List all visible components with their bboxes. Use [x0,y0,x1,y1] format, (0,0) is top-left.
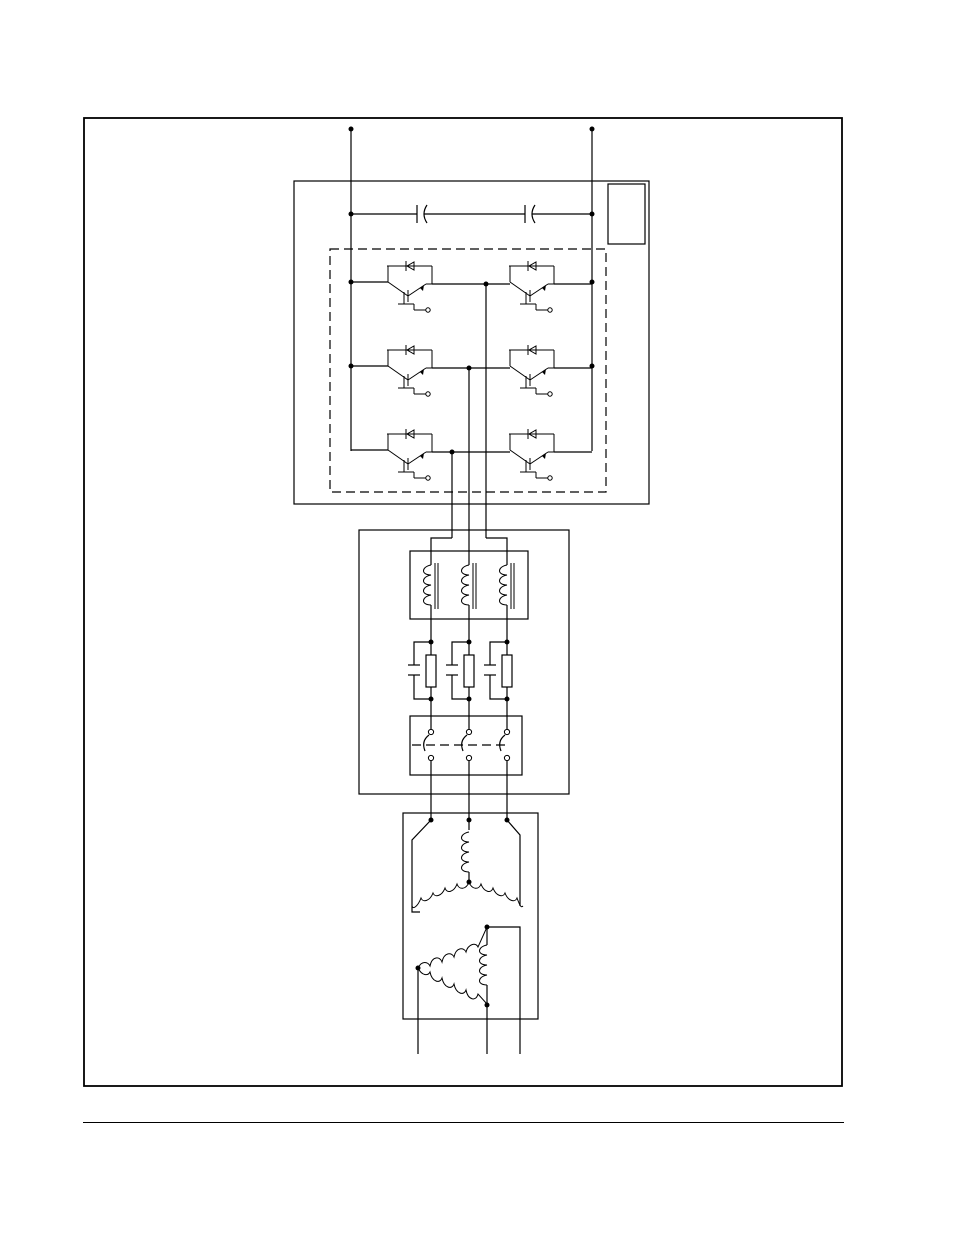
control-block [608,184,645,244]
dc-link-capacitors [349,205,595,223]
igbt-switch [509,345,554,396]
igbt-switch [509,261,554,312]
inverter-box [294,181,649,504]
igbt-switch [387,261,432,312]
output-reactors [424,560,515,642]
igbt-switch [387,345,432,396]
igbt-switch [387,429,432,480]
phase-conductors [431,538,507,560]
igbt-bridge [349,261,595,538]
footer-rule [83,1122,844,1123]
igbt-module [330,249,606,492]
motor-box [403,813,538,1019]
dc-bus-terminals [349,127,595,452]
outer-frame [84,118,842,1086]
igbt-switch [509,429,554,480]
